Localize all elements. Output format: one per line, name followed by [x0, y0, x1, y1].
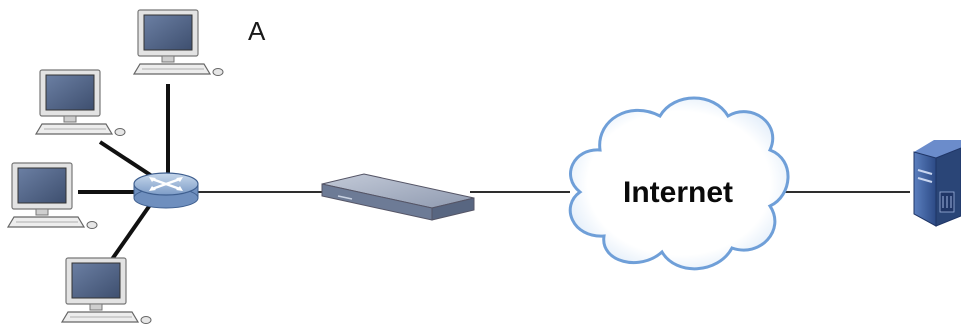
computer-icon — [35, 69, 126, 137]
server-icon — [913, 140, 961, 227]
network-links — [78, 84, 910, 267]
computer-icon — [7, 162, 98, 230]
internet-label: Internet — [623, 176, 733, 209]
modem-icon — [321, 173, 475, 221]
computer-icon — [61, 257, 152, 325]
computer-icon — [133, 9, 224, 77]
label-a: A — [248, 16, 266, 46]
router-icon — [133, 172, 199, 209]
cloud-icon — [568, 96, 790, 271]
link-router-pc-bottom — [106, 203, 152, 267]
link-router-pc-upper-left — [98, 140, 160, 182]
internet-cloud: Internet — [568, 96, 790, 271]
